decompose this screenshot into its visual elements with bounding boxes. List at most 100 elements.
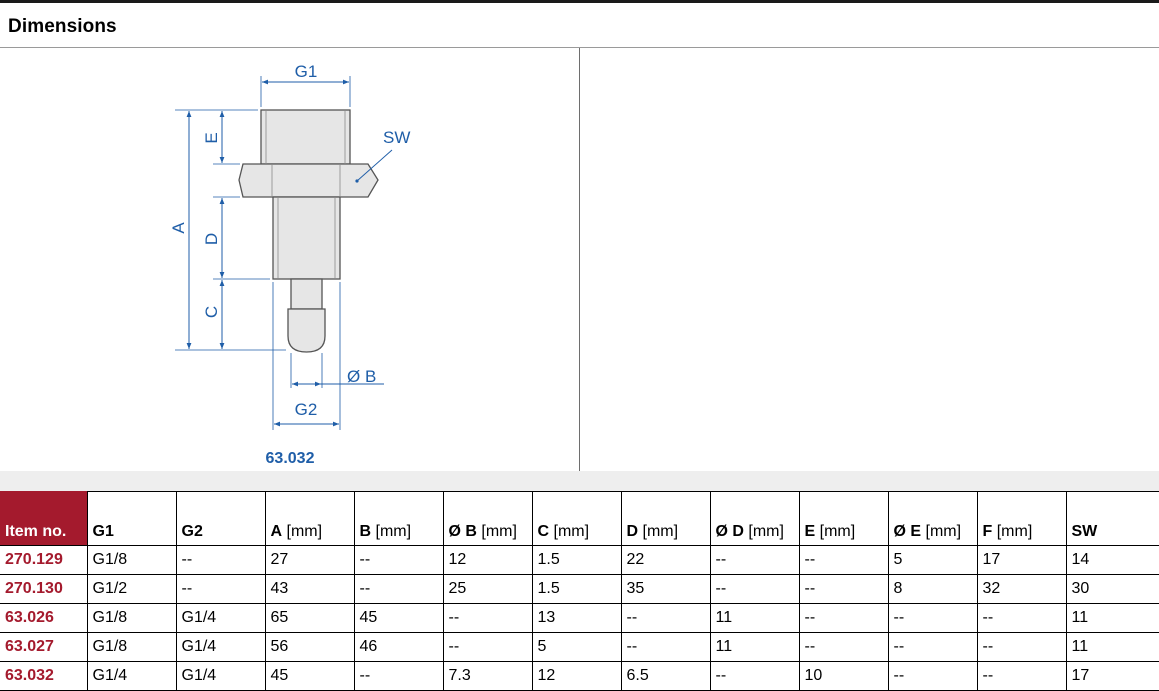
label-b: Ø B: [347, 367, 376, 386]
label-sw: SW: [383, 128, 410, 147]
plunger-tip: [287, 308, 326, 353]
table-cell: 45: [264, 661, 355, 691]
section-title: Dimensions: [8, 16, 117, 37]
table-cell: --: [798, 603, 889, 633]
top-rule: [0, 0, 1159, 3]
table-cell: 6.5: [620, 661, 711, 691]
column-header-unit: [mm]: [748, 523, 784, 540]
column-header-name: Ø B: [448, 523, 477, 540]
table-cell: --: [442, 603, 533, 633]
column-header-name: D: [626, 523, 639, 540]
column-header: G2: [175, 491, 266, 546]
table-cell: --: [976, 632, 1067, 662]
table-cell: --: [976, 661, 1067, 691]
table-cell: --: [709, 545, 800, 575]
table-cell: 17: [1065, 661, 1159, 691]
table-cell: 5: [531, 632, 622, 662]
column-header-unit: [mm]: [925, 523, 962, 540]
table-cell: 43: [264, 574, 355, 604]
column-header-name: Ø E: [893, 523, 922, 540]
column-header-unit: [mm]: [481, 523, 517, 540]
table-cell: --: [887, 661, 978, 691]
table-cell: 7.3: [442, 661, 533, 691]
table-cell: --: [620, 632, 711, 662]
column-header-name: G2: [181, 523, 203, 540]
table-cell: 12: [442, 545, 533, 575]
column-header-unit: [mm]: [642, 523, 679, 540]
table-cell: --: [976, 603, 1067, 633]
label-g1: G1: [295, 62, 318, 81]
item-number-cell: 63.027: [0, 632, 88, 662]
table-cell: 11: [1065, 632, 1159, 662]
column-header-name: Item no.: [5, 523, 67, 540]
table-cell: 11: [1065, 603, 1159, 633]
column-header-unit: [mm]: [286, 523, 323, 540]
upper-thread: [260, 109, 351, 165]
table-cell: --: [798, 632, 889, 662]
column-header: B [mm]: [353, 491, 444, 546]
column-header: Ø D [mm]: [709, 491, 800, 546]
table-cell: 17: [976, 545, 1067, 575]
table-cell: 11: [709, 603, 800, 633]
table-cell: 25: [442, 574, 533, 604]
table-cell: G1/4: [175, 661, 266, 691]
column-header-name: C: [537, 523, 550, 540]
table-cell: --: [353, 661, 444, 691]
table-cell: --: [353, 545, 444, 575]
lower-thread: [272, 196, 341, 280]
table-cell: G1/2: [86, 574, 177, 604]
column-header-unit: [mm]: [553, 523, 590, 540]
column-header-unit: [mm]: [819, 523, 856, 540]
table-cell: 27: [264, 545, 355, 575]
column-header: SW: [1065, 491, 1159, 546]
part-outline: [238, 109, 379, 353]
table-cell: G1/4: [175, 632, 266, 662]
dimension-lines: [186, 79, 393, 427]
table-cell: 35: [620, 574, 711, 604]
table-cell: 14: [1065, 545, 1159, 575]
table-cell: --: [887, 603, 978, 633]
column-header-name: G1: [92, 523, 114, 540]
column-header: Ø E [mm]: [887, 491, 978, 546]
table-cell: G1/4: [86, 661, 177, 691]
table-cell: 12: [531, 661, 622, 691]
label-e: E: [202, 132, 221, 143]
table-cell: 45: [353, 603, 444, 633]
table-cell: 65: [264, 603, 355, 633]
spacer-band: [0, 471, 1159, 491]
table-cell: --: [709, 574, 800, 604]
table-cell: --: [620, 603, 711, 633]
plunger-shaft: [290, 278, 323, 310]
column-header-name: F: [982, 523, 993, 540]
drawing-divider: [579, 48, 580, 471]
item-number-cell: 63.026: [0, 603, 88, 633]
table-cell: 56: [264, 632, 355, 662]
column-header-name: SW: [1071, 523, 1098, 540]
table-cell: --: [798, 574, 889, 604]
extension-lines: [175, 76, 351, 430]
table-cell: G1/8: [86, 545, 177, 575]
table-cell: 1.5: [531, 545, 622, 575]
column-header: C [mm]: [531, 491, 622, 546]
column-header-name: A: [270, 523, 283, 540]
table-cell: 5: [887, 545, 978, 575]
column-header-name: B: [359, 523, 372, 540]
hex-nut: [238, 163, 379, 198]
column-header: E [mm]: [798, 491, 889, 546]
table-cell: 1.5: [531, 574, 622, 604]
table-cell: --: [887, 632, 978, 662]
label-c: C: [202, 306, 221, 318]
table-cell: --: [442, 632, 533, 662]
column-header-unit: [mm]: [375, 523, 412, 540]
label-a: A: [169, 222, 188, 234]
table-cell: 46: [353, 632, 444, 662]
table-cell: --: [798, 545, 889, 575]
label-g2: G2: [295, 400, 318, 419]
